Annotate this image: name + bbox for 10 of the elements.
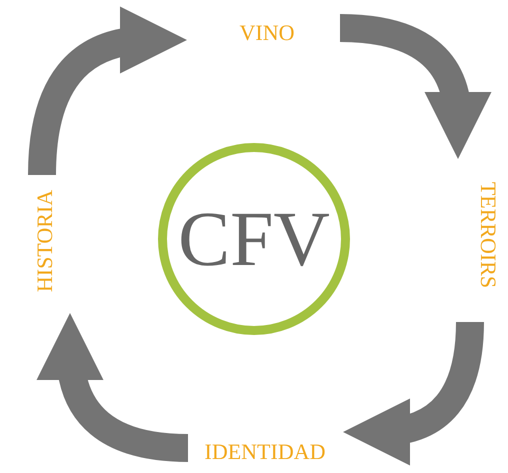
- cycle-label: TERROIRS: [477, 175, 499, 295]
- curved-arrow: [28, 8, 187, 176]
- cycle-label: VINO: [222, 22, 312, 44]
- curved-arrow: [38, 313, 188, 462]
- curved-arrow: [340, 14, 490, 159]
- curved-arrow: [343, 322, 484, 464]
- center-text: CFV: [178, 200, 330, 278]
- cycle-label: HISTORIA: [34, 186, 56, 296]
- cycle-label: IDENTIDAD: [190, 441, 340, 463]
- center-circle: [158, 143, 350, 335]
